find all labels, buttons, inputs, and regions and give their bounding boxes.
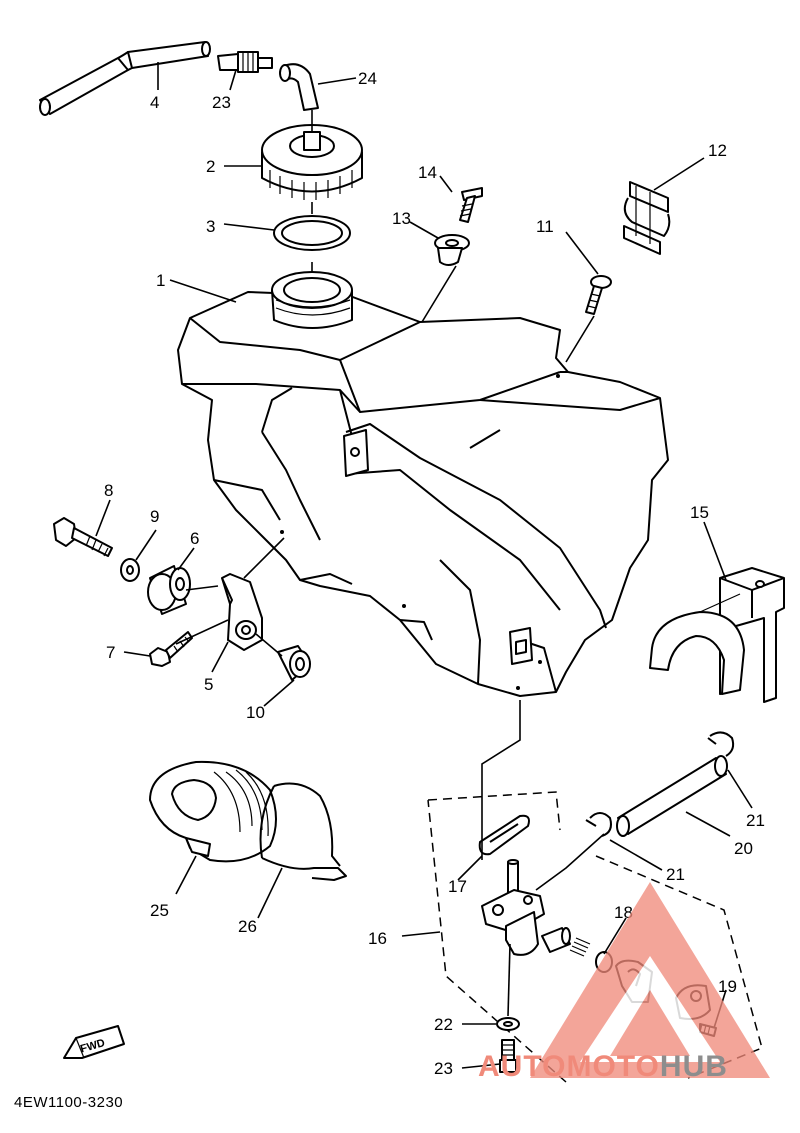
pipe-part-20 [616,755,728,837]
callout-labels: 4 23 24 2 3 1 14 13 11 12 8 9 6 7 5 10 1… [79,69,765,1078]
watermark-logo [530,882,770,1078]
callout-1: 1 [156,271,165,290]
callout-21b: 21 [666,865,685,884]
cushion-part-26 [149,760,277,863]
callout-9: 9 [150,507,159,526]
clip-part-21a [707,731,735,757]
callout-5: 5 [204,675,213,694]
fuel-cap-part-2 [261,110,363,200]
band-part-27 [259,782,347,881]
breather-elbow-part-25 [279,63,319,111]
callout-14: 14 [418,163,437,182]
callout-18: 18 [614,903,633,922]
callout-7: 7 [106,643,115,662]
callout-21a: 21 [746,811,765,830]
gasket-part-17 [478,814,530,856]
callout-23: 23 [434,1059,453,1078]
bolt-part-8 [53,517,113,557]
guard-part-15 [649,567,785,703]
collar-part-10 [277,645,311,681]
bracket-part-5 [221,573,263,651]
callout-11: 11 [536,217,554,236]
hose-part-4 [39,41,211,116]
bolt-part-23 [499,1039,517,1073]
callout-15: 15 [690,503,709,522]
callout-10: 10 [246,703,265,722]
callout-3: 3 [206,217,215,236]
callout-27: 26 [238,917,257,936]
gasket-part-3 [273,202,351,251]
callout-20: 20 [734,839,753,858]
screw-part-14 [459,187,483,223]
callout-24: 23 [212,93,231,112]
washer-part-22 [496,1017,520,1031]
callout-17: 17 [448,877,467,896]
grommet-part-6 [147,565,191,615]
callout-2: 2 [206,157,215,176]
diagram-code: 4EW1100-3230 [14,1094,124,1111]
petcock-body [481,859,545,956]
bolt-part-7 [149,631,193,667]
watermark-part2: HUB [659,1050,728,1083]
callout-16: 16 [368,929,387,948]
fuel-tank-part-1 [177,262,669,697]
callout-12: 12 [708,141,727,160]
watermark-text: AUTOMOTOHUB [478,1050,728,1084]
callout-8: 8 [104,481,113,500]
screw-part-11 [585,275,612,315]
clip-part-12 [623,181,671,255]
callout-26: 25 [150,901,169,920]
fwd-direction-arrow [63,1025,125,1059]
callout-19: 19 [718,977,737,996]
damper-part-13 [434,234,470,266]
callout-13: 13 [392,209,411,228]
callout-6: 6 [190,529,199,548]
clip-part-21b [585,812,612,837]
fitting-part-24 [217,51,273,73]
watermark-part1: AUTOMOTO [478,1050,660,1083]
callout-4: 4 [150,93,159,112]
washer-part-9 [120,558,140,582]
callout-25: 24 [358,69,377,88]
callout-22: 22 [434,1015,453,1034]
